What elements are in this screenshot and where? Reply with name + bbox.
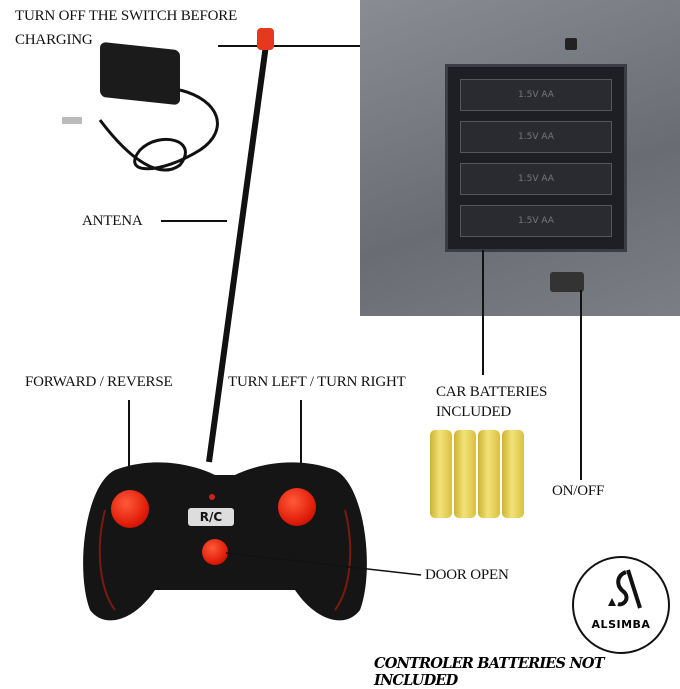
forward-reverse-button[interactable] — [111, 490, 149, 528]
car-batteries-label-2: INCLUDED — [436, 404, 512, 420]
battery-image — [478, 430, 500, 518]
on-off-label: ON/OFF — [552, 483, 605, 499]
battery-image — [502, 430, 524, 518]
turn-button[interactable] — [278, 488, 316, 526]
car-batteries-label: CAR BATTERIES — [436, 384, 548, 400]
turn-label: TURN LEFT / TURN RIGHT — [228, 374, 406, 390]
on-off-switch — [550, 272, 584, 292]
battery-slot: 1.5V AA — [460, 163, 612, 195]
footer-note: CONTROLER BATTERIES NOT INCLUDED — [374, 655, 605, 689]
switch-warning-label: TURN OFF THE SWITCH BEFORE — [15, 8, 238, 24]
switch-warning-label-2: CHARGING — [15, 32, 93, 48]
logo-mark-icon — [608, 569, 642, 609]
battery-compartment: 1.5V AA 1.5V AA 1.5V AA 1.5V AA — [445, 64, 627, 252]
forward-reverse-label: FORWARD / REVERSE — [25, 374, 173, 390]
battery-slot: 1.5V AA — [460, 121, 612, 153]
charging-port-icon — [565, 38, 577, 50]
rc-badge: R/C — [188, 508, 234, 526]
door-open-button[interactable] — [202, 539, 228, 565]
turn-pointer-line — [300, 400, 302, 495]
switch-pointer-line — [218, 45, 360, 47]
antenna-label: ANTENA — [82, 213, 143, 229]
battery-slot: 1.5V AA — [460, 205, 612, 237]
car-batteries-pointer-line — [482, 250, 484, 375]
door-open-label: DOOR OPEN — [425, 567, 509, 583]
charger-cable — [62, 88, 219, 172]
logo-text: ALSIMBA — [591, 618, 651, 631]
battery-image — [430, 430, 452, 518]
forward-reverse-pointer-line — [128, 400, 130, 495]
antenna-pointer-line — [161, 220, 227, 222]
alsimba-logo: ALSIMBA — [572, 556, 670, 654]
on-off-pointer-line — [580, 290, 582, 480]
battery-slot: 1.5V AA — [460, 79, 612, 111]
battery-image — [454, 430, 476, 518]
